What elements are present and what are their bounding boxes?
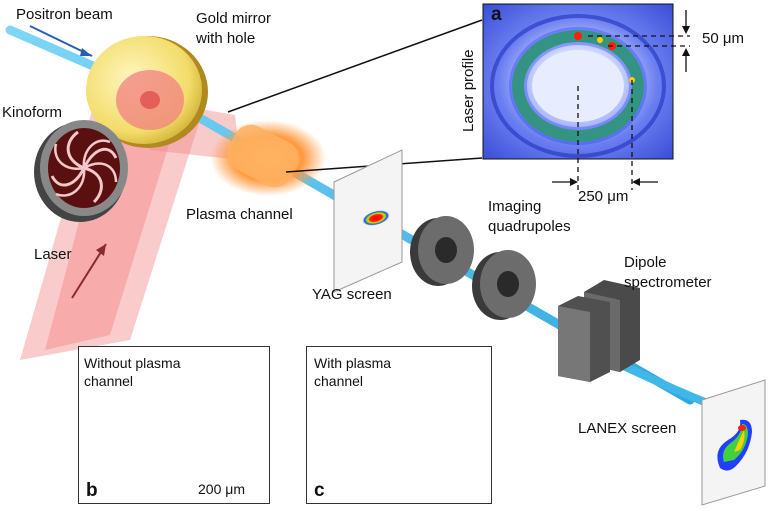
kinoform: [34, 120, 128, 222]
dipole-label-2: spectrometer: [624, 274, 712, 291]
quadrupole-1: [410, 216, 474, 286]
laser-label: Laser: [34, 246, 72, 263]
laser-arrow-icon: [71, 243, 107, 299]
lanex-screen-label: LANEX screen: [578, 420, 677, 437]
positron-arrow-icon: [29, 25, 93, 57]
plasma-channel-label: Plasma channel: [186, 206, 293, 223]
dim-250um-label: 250 μm: [578, 188, 629, 205]
panel-c: [306, 346, 492, 504]
plasma-channel: [210, 120, 326, 196]
laser-profile-label: Laser profile: [460, 49, 477, 132]
panel-b: [78, 346, 270, 504]
kinoform-label: Kinoform: [2, 104, 63, 121]
dipole-spectrometer: [558, 280, 640, 382]
dipole-label-1: Dipole: [624, 254, 667, 271]
panel-c-title-1: With plasma: [314, 355, 392, 371]
laser-profile-inset: [482, 3, 690, 190]
positron-beam-label: Positron beam: [16, 6, 113, 23]
quadrupole-2: [472, 250, 536, 320]
panel-b-letter: b: [86, 480, 98, 501]
imaging-label-1: Imaging: [488, 198, 542, 215]
lanex-screen: [701, 379, 766, 506]
yag-screen: [333, 149, 403, 293]
panel-c-title-2: channel: [314, 373, 364, 389]
gold-mirror: [86, 36, 208, 148]
panel-b-scale-label: 200 μm: [198, 481, 245, 497]
gold-mirror-label-1: Gold mirror: [196, 10, 272, 27]
dim-50um-label: 50 μm: [702, 30, 744, 47]
yag-screen-label: YAG screen: [312, 286, 392, 303]
inset-a-letter: a: [491, 4, 502, 25]
panel-b-title-1: Without plasma: [84, 355, 181, 371]
gold-mirror-label-2: with hole: [196, 30, 256, 47]
panel-c-letter: c: [314, 480, 325, 501]
panel-b-title-2: channel: [84, 373, 134, 389]
imaging-label-2: quadrupoles: [488, 218, 571, 235]
